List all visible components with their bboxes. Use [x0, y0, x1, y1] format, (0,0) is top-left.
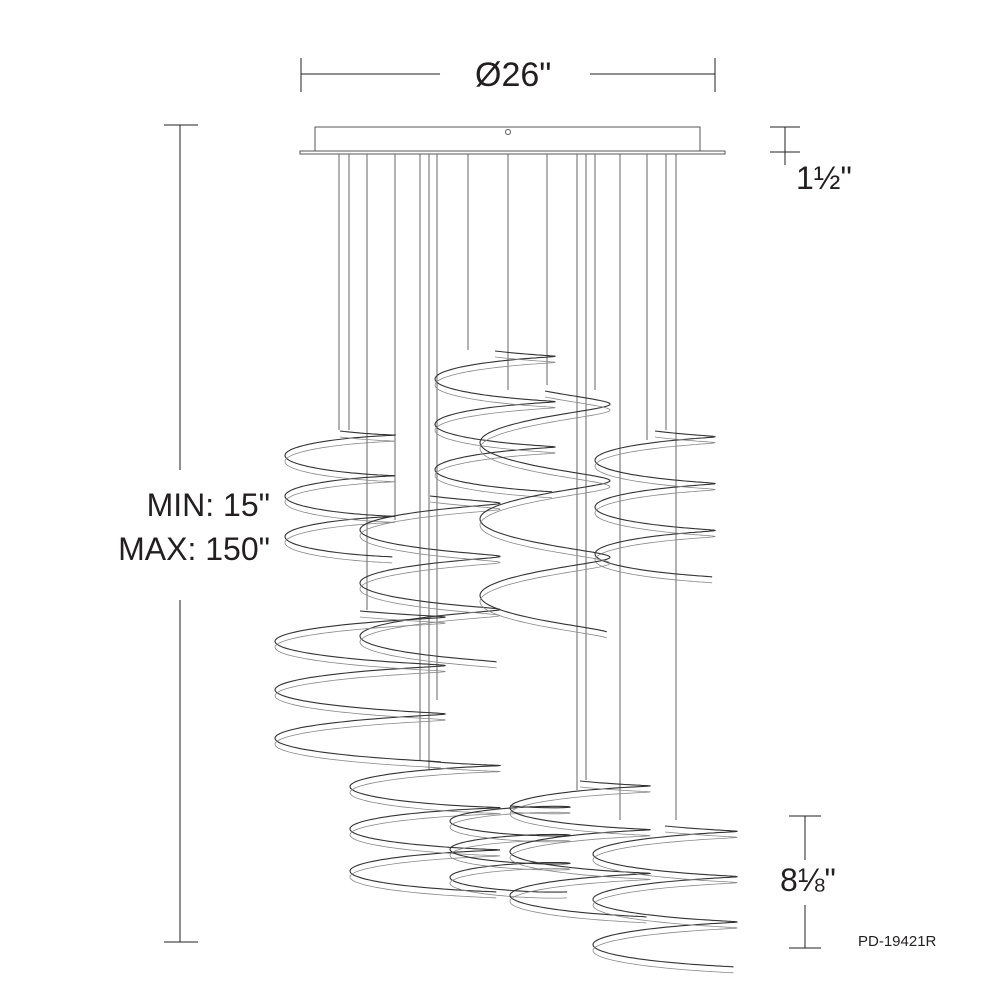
spiral-pendant — [359, 495, 501, 663]
spiral-pendant — [509, 780, 652, 918]
spiral-pendant — [594, 430, 717, 578]
canopy-height-label: 1½" — [796, 160, 852, 196]
spirals — [274, 350, 739, 974]
spiral-pendant — [479, 396, 611, 639]
canopy-plate — [299, 150, 726, 155]
diameter-label: Ø26" — [475, 56, 552, 94]
max-length-label: MAX: 150" — [118, 531, 270, 567]
spiral-pendant — [434, 356, 556, 499]
spiral-pendant — [479, 390, 611, 633]
spiral-height-label: 8⅛" — [780, 862, 836, 898]
spiral-pendant — [349, 760, 502, 893]
min-length-label: MIN: 15" — [146, 487, 270, 523]
spiral-pendant — [349, 766, 501, 899]
spiral-pendant — [274, 616, 447, 769]
spiral-pendant — [284, 430, 397, 558]
spiral-pendant — [359, 501, 501, 669]
canopy — [299, 126, 726, 155]
spiral-pendant — [594, 436, 716, 584]
spiral-pendant — [509, 786, 651, 924]
spiral-pendant — [449, 811, 571, 899]
length-labels: MIN: 15" MAX: 150" — [100, 483, 270, 571]
model-number: PD-19421R — [858, 933, 937, 950]
dimension-lines — [164, 58, 821, 949]
cords — [338, 154, 677, 820]
spiral-pendant — [592, 831, 738, 974]
spiral-pendant — [434, 350, 557, 493]
spiral-pendant — [592, 825, 739, 968]
canopy-screw-icon — [505, 129, 511, 135]
spiral-pendant — [449, 805, 572, 893]
spiral-pendant — [284, 436, 396, 564]
spiral-pendant — [274, 610, 447, 763]
